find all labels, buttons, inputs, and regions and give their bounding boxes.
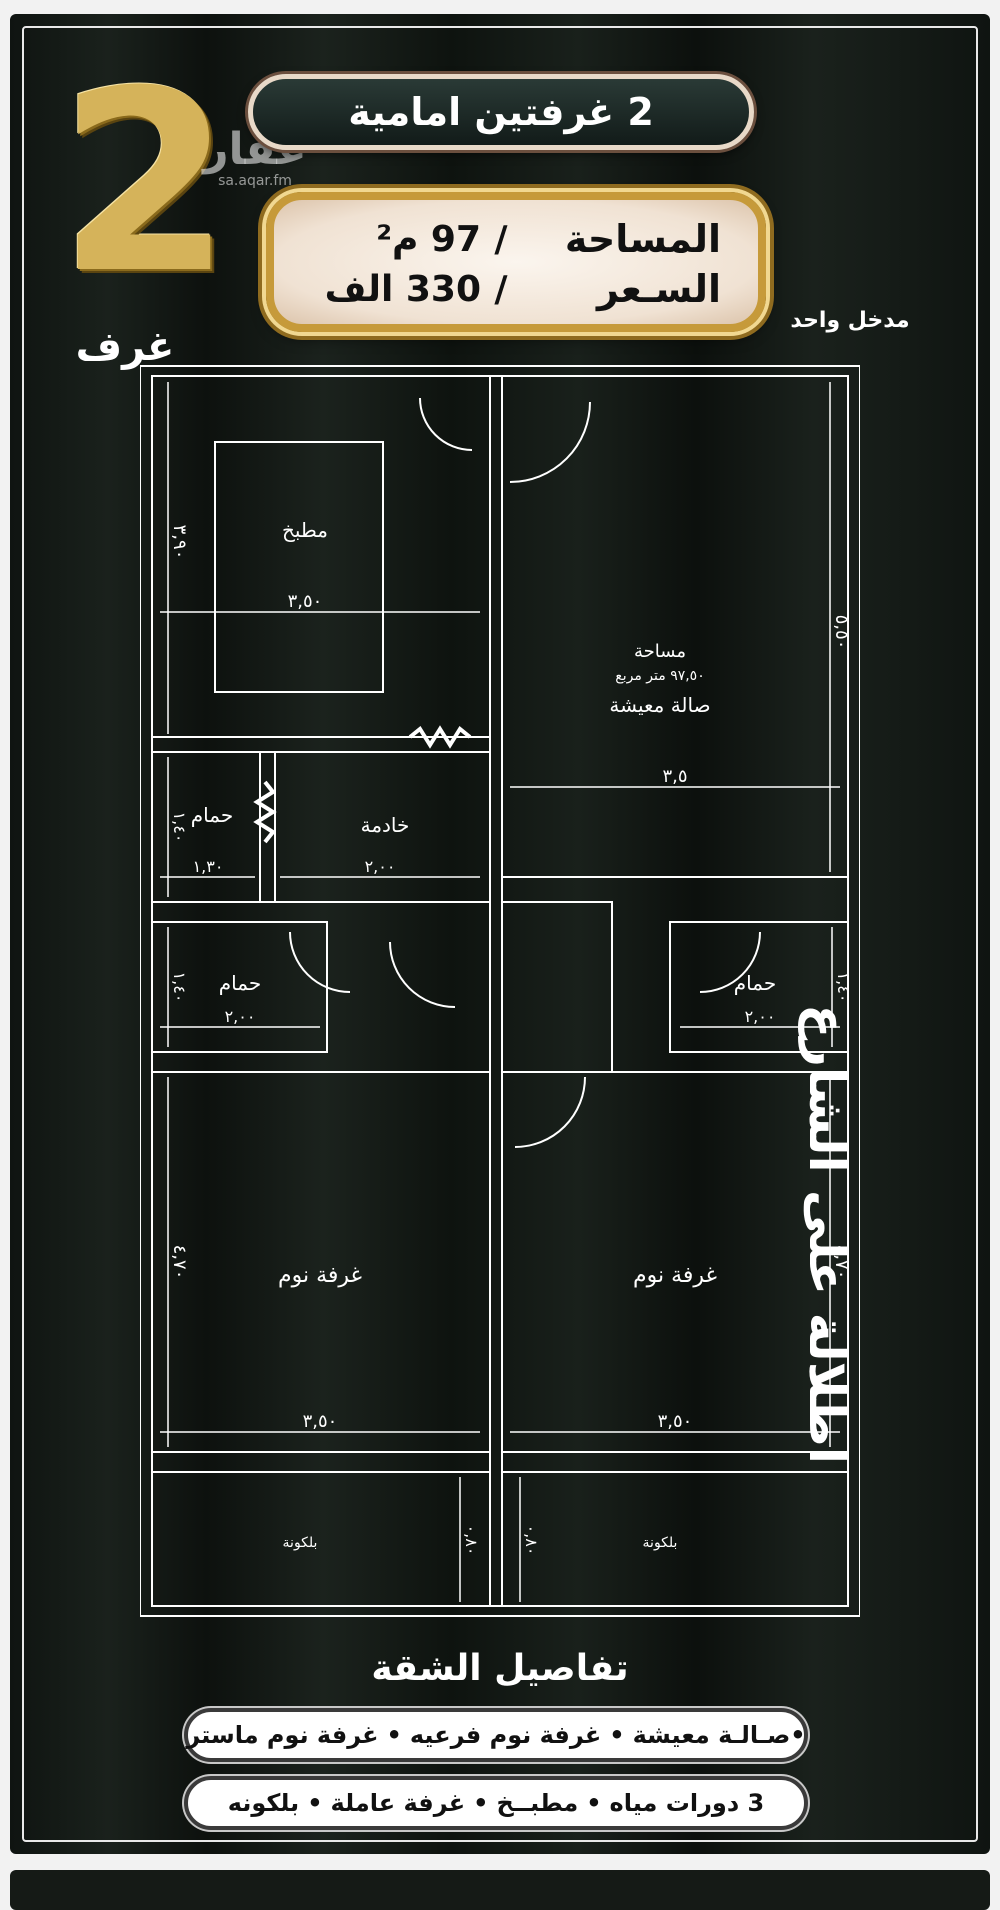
- dim-bath-small-height: ١,٤٠: [170, 812, 189, 843]
- price-row: السـعر / 330 الف: [274, 264, 758, 314]
- price-badge: المساحة / 97 م² السـعر / 330 الف: [266, 192, 766, 332]
- door-arc-5: [389, 941, 456, 1008]
- details-bullet: •: [609, 1721, 625, 1749]
- area-slash: /: [494, 218, 508, 260]
- dim-bedroom-right-height: ٤,٧٠: [831, 1245, 852, 1280]
- details-line-1: • صـالـة معيشة • غرفة نوم فرعيه • غرفة ن…: [184, 1708, 808, 1762]
- balcony-left-label: بلكونة: [283, 1535, 318, 1551]
- area-label: المساحة: [564, 217, 721, 261]
- dimension-lines: [160, 382, 840, 1602]
- door-arc-2: [509, 401, 591, 483]
- bath-small-label: حمام: [191, 803, 233, 827]
- dim-bath-small-width: ١,٣٠: [193, 857, 224, 876]
- maid-room-label: خادمة: [361, 813, 410, 837]
- plan-labels: مطبخ مساحة ٩٧,٥٠ متر مربع صالة معيشة خاد…: [169, 518, 853, 1555]
- next-listing-card-edge: [10, 1870, 990, 1910]
- detail-maid-room: غرفة عاملة: [330, 1789, 466, 1817]
- door-arc-4: [699, 931, 761, 993]
- details-bullet: •: [307, 1789, 323, 1817]
- dim-bath-right-height: ١,٤٠: [834, 972, 853, 1003]
- dim-balcony-left-depth: ٠,٨٠: [462, 1525, 481, 1556]
- dim-bedroom-left-width: ٣,٥٠: [303, 1411, 338, 1432]
- floor-plan-svg: مطبخ مساحة ٩٧,٥٠ متر مربع صالة معيشة خاد…: [139, 365, 861, 1617]
- dim-bath-left-width: ٢,٠٠: [225, 1007, 256, 1026]
- details-bullet: •: [473, 1789, 489, 1817]
- title-banner: 2 غرفتين امامية: [248, 74, 754, 150]
- details-line-2: 3 دورات مياه • مطبــخ • غرفة عاملة • بلك…: [184, 1776, 808, 1830]
- dim-living-height: ٥,٥٠: [831, 615, 852, 650]
- balcony-left-outline: [151, 1471, 491, 1607]
- detail-master-bedroom: غرفة نوم ماستر: [186, 1721, 379, 1749]
- bedroom-right-label: غرفة نوم: [633, 1263, 717, 1288]
- resize-zigzag-2: [408, 725, 472, 749]
- door-arc-1: [419, 397, 473, 451]
- detail-bathrooms: 3 دورات مياه: [609, 1789, 765, 1817]
- bedroom-left-label: غرفة نوم: [278, 1263, 362, 1288]
- dim-bath-right-width: ٢,٠٠: [745, 1007, 776, 1026]
- kitchen-label: مطبخ: [282, 518, 328, 542]
- price-value: 330 الف: [324, 268, 481, 310]
- resize-zigzag-1: [253, 780, 277, 844]
- kitchen-outline: [214, 441, 384, 693]
- details-bullet: •: [790, 1721, 806, 1749]
- dim-bath-left-height: ١,٤٠: [170, 972, 189, 1003]
- dim-kitchen-height: ٣,٩٠: [169, 525, 190, 560]
- big-number: 2: [58, 37, 232, 328]
- living-area-label: مساحة: [634, 641, 686, 662]
- balcony-right-label: بلكونة: [643, 1535, 678, 1551]
- page-title: 2 غرفتين امامية: [348, 90, 654, 134]
- price-slash: /: [494, 268, 508, 310]
- detail-living-room: صـالـة معيشة: [632, 1721, 791, 1749]
- dim-bedroom-right-width: ٣,٥٠: [658, 1411, 693, 1432]
- area-value: 97 م²: [376, 218, 481, 260]
- detail-secondary-bedroom: غرفة نوم فرعيه: [409, 1721, 602, 1749]
- hall-box: [501, 901, 613, 1073]
- price-label: السـعر: [596, 267, 721, 311]
- living-room-label: صالة معيشة: [609, 693, 710, 717]
- watermark-url: sa.aqar.fm: [218, 173, 292, 189]
- rooms-word: غرف: [75, 324, 175, 370]
- floor-plan: مطبخ مساحة ٩٧,٥٠ متر مربع صالة معيشة خاد…: [139, 362, 861, 1622]
- details-title: تفاصيل الشقة: [371, 1648, 629, 1689]
- area-row: المساحة / 97 م²: [274, 214, 758, 264]
- street-view-note: اطلالة على الشارع: [798, 1004, 856, 1464]
- detail-balcony: بلكونه: [227, 1789, 300, 1817]
- details-bullet: •: [386, 1721, 402, 1749]
- door-arc-6: [514, 1076, 586, 1148]
- balcony-right-outline: [501, 1471, 849, 1607]
- bedroom-right-outline: [501, 1071, 849, 1453]
- dim-kitchen-width: ٣,٥٠: [288, 591, 323, 612]
- card-frame: [22, 26, 978, 1842]
- door-arc-3: [289, 931, 351, 993]
- entry-note: مدخل واحد: [790, 308, 910, 333]
- bath-right-outline: [669, 921, 849, 1053]
- dim-living-width: ٣,٥: [662, 766, 687, 787]
- dim-maid-width: ٢,٠٠: [365, 857, 396, 876]
- living-area-value: ٩٧,٥٠ متر مربع: [615, 668, 704, 684]
- bath-right-label: حمام: [734, 971, 776, 995]
- bedroom-left-outline: [151, 1071, 491, 1453]
- details-bullet: •: [586, 1789, 602, 1817]
- dim-balcony-right-depth: ٠,٨٠: [522, 1525, 541, 1556]
- bath-left-label: حمام: [219, 971, 261, 995]
- dim-bedroom-left-height: ٤,٧٠: [169, 1245, 190, 1280]
- detail-kitchen: مطبــخ: [496, 1789, 579, 1817]
